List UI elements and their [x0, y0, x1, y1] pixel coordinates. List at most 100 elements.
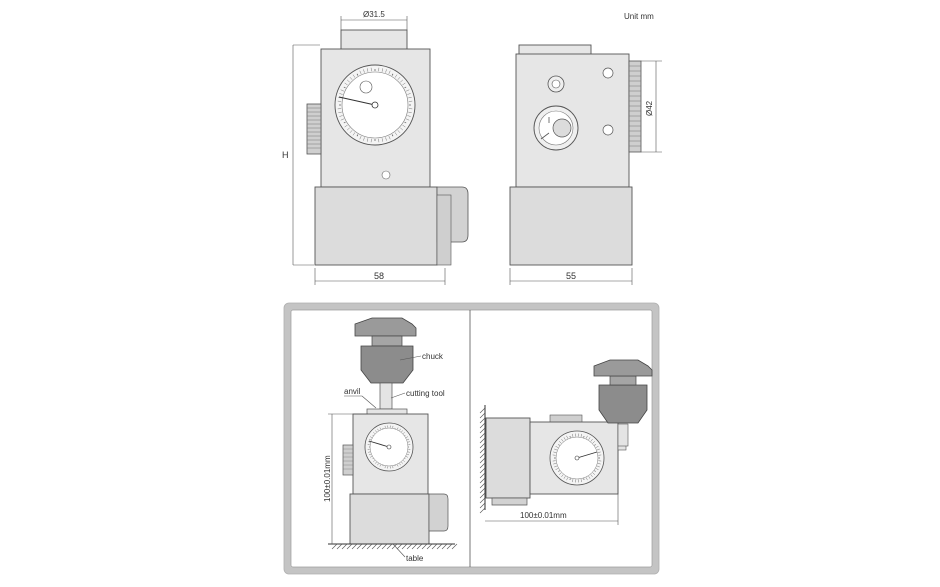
dial-tick	[346, 79, 350, 83]
dial-tick	[397, 464, 399, 467]
hatch-line	[479, 417, 486, 424]
dial-tick	[385, 137, 387, 141]
dial-tick	[595, 446, 599, 448]
dial-tick	[402, 124, 406, 128]
dial-tick	[566, 477, 569, 481]
side-top-cap	[518, 44, 592, 56]
hatch-line	[366, 543, 373, 550]
hatch-line	[479, 412, 486, 419]
label-height-100: 100±0.01mm	[323, 455, 332, 502]
dial-tick	[379, 464, 381, 467]
dial-tick	[399, 428, 401, 431]
dial-tick	[592, 472, 595, 475]
dial-tick	[585, 435, 588, 439]
dial-tick	[561, 438, 564, 442]
hatch-line	[341, 543, 348, 550]
label-chuck: chuck	[422, 352, 444, 361]
hatch-line	[479, 467, 486, 474]
dial-tick	[403, 432, 405, 434]
hatch-line	[479, 422, 486, 429]
dial-tick	[588, 476, 591, 479]
front-dial-gauge	[334, 64, 416, 146]
dial-tick	[594, 470, 596, 472]
dial-tick	[407, 453, 410, 456]
dial-tick	[397, 427, 399, 430]
hatch-line	[421, 543, 428, 550]
dial-tick	[594, 444, 596, 446]
dial-tick	[375, 461, 377, 464]
dial-tick	[590, 474, 593, 478]
dial-tick	[339, 93, 343, 95]
hatch-line	[441, 543, 448, 550]
dim-width-55: 55	[566, 271, 576, 281]
dial-tick	[595, 468, 599, 470]
dial-tick	[344, 124, 348, 128]
dial-tick	[340, 89, 345, 92]
left-cutting-tool	[379, 382, 393, 410]
dim-diameter-42: Ø42	[645, 100, 654, 116]
hatch-line	[436, 543, 443, 550]
dial-tick	[553, 463, 557, 465]
side-hole-top	[602, 67, 614, 79]
front-dial-ticks	[337, 67, 413, 143]
hatch-line	[479, 437, 486, 444]
dial-tick	[343, 86, 346, 89]
dial-tick	[363, 137, 365, 141]
hatch-line	[356, 543, 363, 550]
dial-tick	[555, 468, 559, 470]
dial-tick	[368, 453, 371, 456]
dial-tick	[377, 463, 379, 466]
front-dial-needle	[338, 96, 376, 106]
dial-tick	[563, 476, 566, 479]
hatch-line	[396, 543, 403, 550]
hatch-line	[479, 452, 486, 459]
dial-tick	[375, 430, 377, 433]
label-anvil: anvil	[344, 387, 361, 396]
dial-tick	[566, 435, 569, 439]
dial-tick	[356, 73, 359, 76]
usage-panel: chuck anvil cutting tool 100±0.01mm tabl…	[283, 302, 660, 575]
hatch-line	[381, 543, 388, 550]
dial-tick	[379, 427, 381, 430]
hatch-line	[479, 507, 486, 514]
hatch-line	[361, 543, 368, 550]
side-hole-bottom	[602, 124, 614, 136]
dial-tick	[555, 446, 559, 448]
dial-tick	[370, 456, 373, 458]
unit-label: Unit mm	[624, 12, 654, 21]
dial-tick	[339, 115, 343, 117]
hatch-line	[479, 477, 486, 484]
dial-tick	[338, 111, 342, 113]
dial-tick	[405, 456, 408, 458]
front-dimensions: Ø31.5 58 H	[282, 10, 446, 285]
dial-tick	[408, 111, 412, 113]
dial-tick	[572, 479, 574, 483]
hatch-line	[431, 543, 438, 550]
dial-tick	[385, 69, 387, 73]
dial-tick	[397, 130, 401, 134]
dial-tick	[404, 121, 407, 124]
label-cutting-tool: cutting tool	[406, 389, 445, 398]
hatch-line	[479, 407, 486, 414]
dial-tick	[368, 438, 371, 441]
dial-tick	[558, 470, 560, 472]
front-subdial	[359, 80, 373, 94]
label-table: table	[406, 554, 424, 563]
dial-tick	[381, 68, 383, 72]
side-spindle-port	[533, 105, 579, 151]
dial-tick	[359, 135, 362, 140]
hatch-line	[406, 543, 413, 550]
right-chuck-flange	[593, 359, 653, 377]
dial-tick	[400, 79, 404, 83]
usage-left-setup: chuck anvil cutting tool 100±0.01mm tabl…	[323, 317, 458, 563]
hatch-line	[336, 543, 343, 550]
side-knurled-wheel	[628, 60, 642, 153]
dial-tick	[559, 441, 562, 444]
side-dimensions: Ø42 55	[509, 60, 662, 285]
dial-tick	[403, 460, 405, 462]
front-knob-knurl	[307, 107, 321, 149]
dial-tick	[401, 461, 403, 464]
dial-tick	[381, 138, 383, 142]
hatch-line	[446, 543, 453, 550]
